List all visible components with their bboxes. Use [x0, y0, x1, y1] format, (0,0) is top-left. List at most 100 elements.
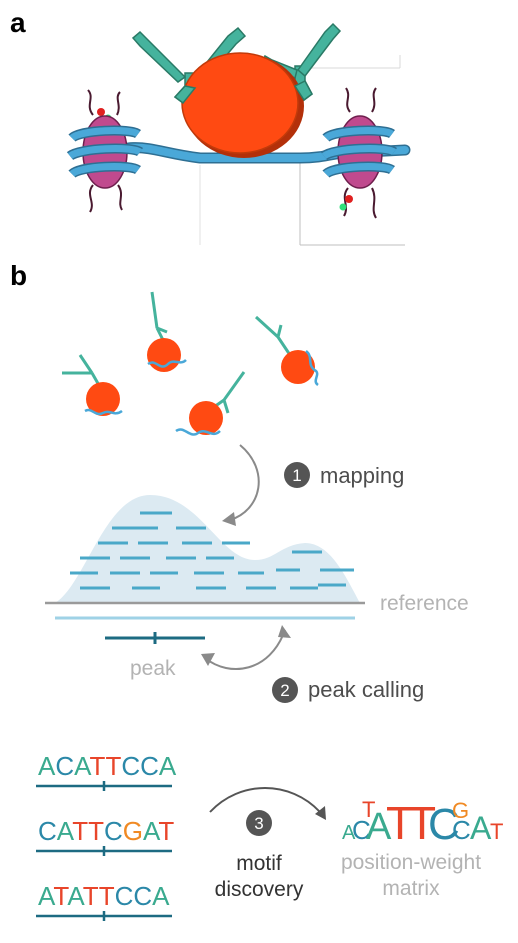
- sequence: CATTCGAT: [38, 816, 174, 846]
- motif-discovery-arrowhead: [315, 806, 326, 820]
- sequence-base: G: [123, 816, 143, 846]
- sequence-base: T: [72, 816, 88, 846]
- sequence-base: A: [38, 751, 56, 781]
- peak-label: peak: [130, 657, 176, 680]
- sequence-base: A: [159, 751, 177, 781]
- histone-tail: [371, 87, 377, 113]
- histone-tail: [343, 187, 349, 217]
- antibody: [62, 354, 102, 388]
- ip-complex: [175, 371, 246, 436]
- histone-tail: [117, 184, 123, 211]
- ip-complex: [254, 315, 319, 387]
- logo-letter: C: [428, 800, 460, 849]
- sequence-base: T: [105, 751, 121, 781]
- sequence-base: A: [38, 881, 56, 911]
- logo-letter: A: [342, 822, 356, 844]
- step-2-badge: [272, 677, 298, 703]
- coverage-peak: [55, 495, 360, 603]
- dna-wrap: [69, 127, 141, 141]
- antibody: [254, 315, 292, 356]
- sequence-base: T: [158, 816, 174, 846]
- dna-fragment: [147, 359, 187, 368]
- logo-letter: C: [452, 815, 471, 845]
- protein: [189, 401, 223, 435]
- logo-letter-top: G: [452, 798, 469, 823]
- antibody-stem: [173, 85, 197, 105]
- sequence-base: A: [74, 751, 92, 781]
- mapped-reads: [70, 511, 354, 590]
- logo-letter-top: T: [362, 797, 375, 822]
- nucleosome: [320, 87, 397, 219]
- sequence-base: C: [121, 751, 140, 781]
- step-1-badge: [284, 462, 310, 488]
- protein: [86, 382, 120, 416]
- histone-tail: [116, 91, 121, 116]
- histone-tail: [345, 87, 351, 113]
- dna-fragment: [84, 408, 123, 416]
- dna-wrap: [323, 127, 395, 141]
- histone-tail: [89, 184, 94, 213]
- dna-fragment: [175, 428, 221, 436]
- histone-mark-red: [97, 108, 105, 116]
- dna-fragment: [305, 350, 319, 387]
- ip-complex: [147, 291, 187, 372]
- sequence-base: A: [67, 881, 85, 911]
- antibody: [150, 291, 168, 343]
- sequence: ATATTCCA: [38, 881, 170, 911]
- step-2-number: 2: [280, 681, 289, 700]
- sequence-base: T: [53, 881, 69, 911]
- mapping-arrowhead: [222, 512, 236, 526]
- panel-b-label: b: [10, 260, 27, 291]
- panel-a-illustration: [66, 22, 411, 246]
- sequence-base: T: [83, 881, 99, 911]
- protein: [281, 350, 315, 384]
- histone-mark-red: [345, 195, 353, 203]
- dna-wrap: [321, 145, 397, 160]
- step-3-badge: [246, 810, 272, 836]
- sequence-base: T: [88, 816, 104, 846]
- sequence-base: C: [104, 816, 123, 846]
- sequence-base: A: [152, 881, 170, 911]
- sequence-base: T: [90, 751, 106, 781]
- peak-calling-arrow: [204, 629, 286, 671]
- pwm-label-line2: matrix: [382, 877, 440, 900]
- antibody-stem: [293, 80, 313, 102]
- sequence-base: C: [55, 751, 74, 781]
- mapping-arrow: [229, 444, 260, 521]
- dna-wrap: [69, 163, 141, 177]
- dna-wrap: [67, 145, 143, 160]
- step-1-label: mapping: [320, 463, 404, 488]
- sequence-base: C: [38, 816, 57, 846]
- pwm-label-line1: position-weight: [341, 851, 481, 874]
- peak-calling-arrowhead-right: [278, 625, 291, 638]
- ip-complex: [62, 354, 123, 416]
- protein: [181, 52, 299, 154]
- logo-letter: T: [408, 797, 436, 849]
- step-3-label-line1: motif: [236, 852, 282, 875]
- reference-label: reference: [380, 592, 469, 615]
- sequence-base: A: [143, 816, 161, 846]
- step-2-label: peak calling: [308, 677, 424, 702]
- logo-letter: C: [352, 815, 371, 845]
- logo-letter: A: [470, 810, 492, 846]
- step-3-label-line2: discovery: [215, 878, 304, 901]
- histone-tail: [87, 89, 94, 116]
- histone-tail: [371, 187, 377, 219]
- histone-mark-green: [339, 203, 347, 211]
- peak-calling-arrowhead-left: [201, 653, 215, 666]
- sequence-base: T: [99, 881, 115, 911]
- logo-letter: A: [366, 806, 392, 848]
- sequence-base: A: [57, 816, 75, 846]
- sequence-base: C: [115, 881, 134, 911]
- sequence-base: C: [133, 881, 152, 911]
- step-3-number: 3: [254, 814, 263, 833]
- panel-a-label: a: [10, 7, 26, 38]
- sequence-base: C: [140, 751, 159, 781]
- motif-discovery-arrow: [209, 787, 321, 813]
- ip-fragments: [62, 291, 319, 436]
- sequence: ACATTCCA: [38, 751, 177, 781]
- dna-wrap: [323, 163, 395, 177]
